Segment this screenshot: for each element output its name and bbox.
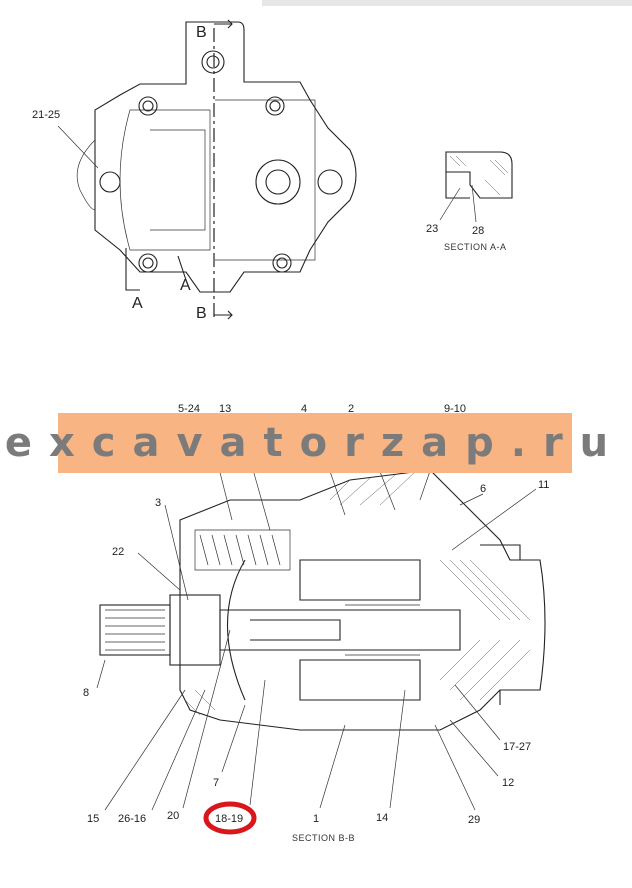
label-17-27: 17-27 [503,741,531,753]
section-a-title: SECTION A-A [444,242,507,252]
label-11: 11 [538,479,549,491]
label-7: 7 [213,777,219,789]
section-a-drawing [439,151,513,223]
label-22: 22 [112,546,124,558]
label-9-10: 9-10 [444,403,466,415]
label-6: 6 [480,483,486,495]
label-1: 1 [313,813,319,825]
section-b-drawing [99,469,546,731]
label-23: 23 [426,223,438,235]
label-15: 15 [87,813,99,825]
label-3: 3 [155,497,161,509]
label-14: 14 [376,812,388,824]
section-marker-bottom: B [196,305,207,322]
watermark-text: excavatorzap.ru [4,420,626,466]
label-20: 20 [167,810,179,822]
label-18-19: 18-19 [215,813,243,825]
section-marker-top: B [196,24,207,41]
label-13: 13 [219,403,231,415]
callout-21-25: 21-25 [32,109,60,121]
watermark-banner: excavatorzap.ru [5,413,608,473]
label-8: 8 [83,687,89,699]
label-2: 2 [348,403,354,415]
label-5-24: 5-24 [178,403,200,415]
highlight-circle [203,801,257,835]
label-12: 12 [502,777,514,789]
label-28: 28 [472,225,484,237]
top-bar-shade [262,0,632,6]
marker-a-right: A [180,277,191,294]
section-b-title: SECTION B-B [292,833,355,843]
label-4: 4 [301,403,307,415]
marker-a-left: A [132,295,143,312]
top-view-drawing [57,19,357,320]
label-26-16: 26-16 [118,813,146,825]
label-29: 29 [468,814,480,826]
